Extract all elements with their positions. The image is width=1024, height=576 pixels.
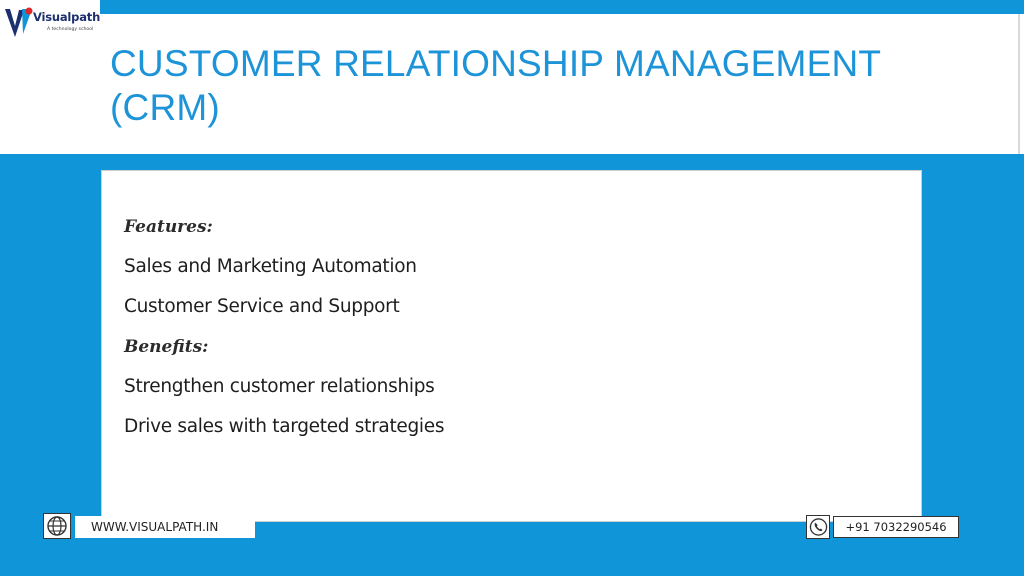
- visualpath-logo-icon: [5, 7, 33, 37]
- globe-icon: [47, 516, 67, 536]
- phone-icon: [809, 518, 828, 536]
- phone-number[interactable]: +91 7032290546: [833, 516, 959, 538]
- logo-tagline: A technology school: [47, 27, 94, 32]
- features-heading: Features:: [124, 217, 213, 237]
- logo-name: Visualpath: [33, 10, 101, 24]
- visualpath-logo: Visualpath A technology school: [0, 0, 100, 46]
- benefit-item: Drive sales with targeted strategies: [124, 416, 445, 437]
- benefits-heading: Benefits:: [124, 337, 209, 357]
- phone-icon-box: [806, 515, 830, 539]
- feature-item: Customer Service and Support: [124, 296, 400, 317]
- content-card: Features: Sales and Marketing Automation…: [101, 170, 922, 522]
- feature-item: Sales and Marketing Automation: [124, 256, 417, 277]
- benefit-item: Strengthen customer relationships: [124, 376, 435, 397]
- slide-title: CUSTOMER RELATIONSHIP MANAGEMENT (CRM): [110, 43, 881, 128]
- header-band: [0, 14, 1024, 154]
- website-link[interactable]: WWW.VISUALPATH.IN: [75, 516, 255, 538]
- globe-icon-box: [43, 513, 71, 539]
